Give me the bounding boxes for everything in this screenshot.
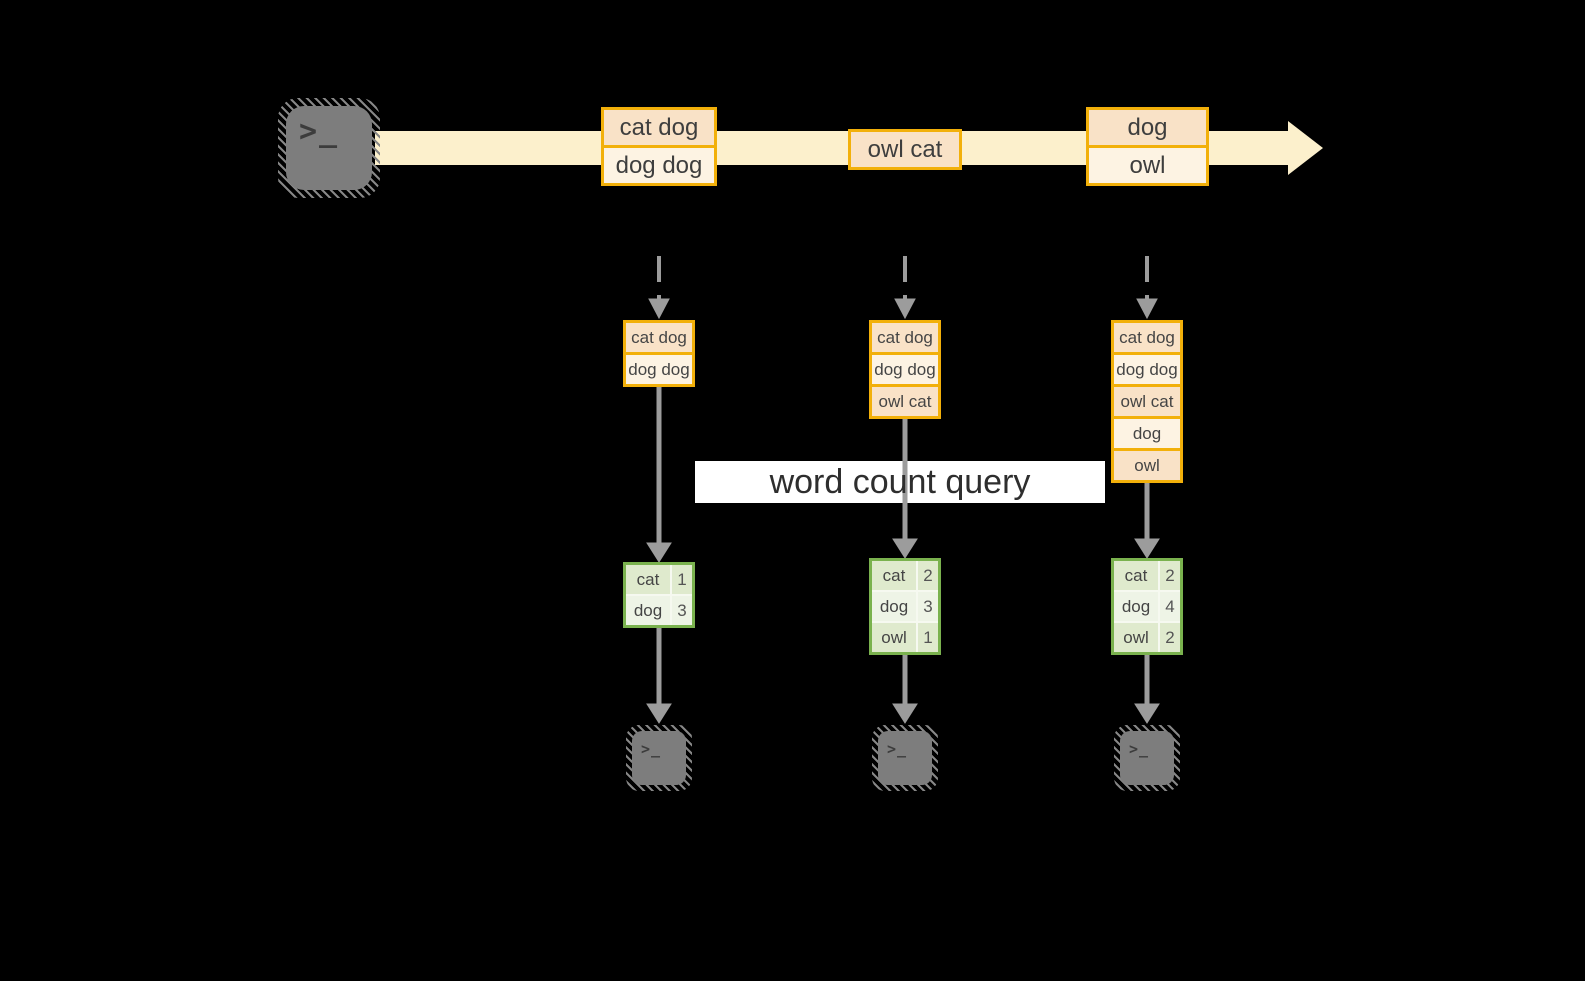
- window-item: owl cat: [872, 384, 938, 416]
- trigger-arrowhead-col3: [1136, 298, 1158, 320]
- window-item: cat dog: [872, 323, 938, 352]
- word-cell: cat: [1114, 561, 1158, 590]
- count-row: cat 2: [872, 561, 938, 590]
- word-count-table-2: cat 2 dog 3 owl 1: [869, 558, 941, 655]
- word-cell: cat: [872, 561, 916, 590]
- query-arrows: [646, 387, 1160, 563]
- count-cell: 3: [918, 592, 938, 621]
- count-cell: 1: [672, 565, 692, 594]
- trigger-arrowhead-col1: [648, 298, 670, 320]
- count-cell: 3: [672, 596, 692, 625]
- query-label: word count query: [769, 463, 1031, 501]
- count-row: dog 4: [1114, 592, 1180, 621]
- window-item: dog dog: [626, 352, 692, 384]
- word-cell: dog: [626, 596, 670, 625]
- event-text: dog dog: [615, 151, 703, 179]
- word-count-table-1: cat 1 dog 3: [623, 562, 695, 628]
- query-arrowhead-col1: [646, 542, 672, 563]
- window-item: owl: [1114, 448, 1180, 480]
- event-text: dog: [1127, 113, 1168, 141]
- output-arrows: [646, 628, 1160, 724]
- word-cell: dog: [872, 592, 916, 621]
- stream-event-3: dog owl: [1086, 107, 1209, 186]
- count-cell: 2: [918, 561, 938, 590]
- window-item: cat dog: [626, 323, 692, 352]
- word-count-table-3: cat 2 dog 4 owl 2: [1111, 558, 1183, 655]
- count-row: dog 3: [872, 592, 938, 621]
- terminal-icon: >_: [872, 725, 938, 791]
- word-cell: owl: [1114, 623, 1158, 652]
- terminal-screen: >_: [286, 106, 372, 190]
- count-cell: 2: [1160, 561, 1180, 590]
- event-text: owl cat: [867, 135, 943, 163]
- window-stack-3: cat dog dog dog owl cat dog owl: [1111, 320, 1183, 483]
- terminal-screen: >_: [1120, 731, 1174, 785]
- query-label-band: [695, 461, 1105, 503]
- event-text: owl: [1129, 151, 1166, 179]
- word-cell: owl: [872, 623, 916, 652]
- count-row: owl 1: [872, 623, 938, 652]
- terminal-prompt-glyph: >_: [1129, 740, 1150, 758]
- window-item: dog: [1114, 416, 1180, 448]
- terminal-icon: >_: [1114, 725, 1180, 791]
- word-cell: dog: [1114, 592, 1158, 621]
- terminal-icon: >_: [278, 98, 380, 198]
- terminal-prompt-glyph: >_: [641, 740, 662, 758]
- stream-event-line: cat dog: [604, 110, 714, 145]
- count-row: cat 1: [626, 565, 692, 594]
- window-stack-2: cat dog dog dog owl cat: [869, 320, 941, 419]
- window-item: dog dog: [872, 352, 938, 384]
- window-stack-1: cat dog dog dog: [623, 320, 695, 387]
- output-arrowhead-col1: [646, 703, 672, 724]
- word-cell: cat: [626, 565, 670, 594]
- window-item: cat dog: [1114, 323, 1180, 352]
- stream-event-1: cat dog dog dog: [601, 107, 717, 186]
- count-cell: 4: [1160, 592, 1180, 621]
- count-row: cat 2: [1114, 561, 1180, 590]
- stream-event-line: owl: [1089, 145, 1206, 183]
- count-cell: 1: [918, 623, 938, 652]
- stream-timeline-arrowhead: [1288, 121, 1323, 175]
- count-cell: 2: [1160, 623, 1180, 652]
- trigger-arrowhead-col2: [894, 298, 916, 320]
- stream-event-line: dog: [1089, 110, 1206, 145]
- terminal-screen: >_: [878, 731, 932, 785]
- count-row: owl 2: [1114, 623, 1180, 652]
- terminal-screen: >_: [632, 731, 686, 785]
- terminal-icon: >_: [626, 725, 692, 791]
- terminal-prompt-glyph: >_: [299, 114, 340, 149]
- event-text: cat dog: [619, 113, 699, 141]
- count-row: dog 3: [626, 596, 692, 625]
- terminal-prompt-glyph: >_: [887, 740, 908, 758]
- output-arrowhead-col2: [892, 703, 918, 724]
- window-item: owl cat: [1114, 384, 1180, 416]
- trigger-arrows: [648, 256, 1158, 320]
- query-arrowhead-col3: [1134, 538, 1160, 559]
- stream-event-line: owl cat: [851, 132, 959, 167]
- query-arrowhead-col2: [892, 538, 918, 559]
- stream-event-2: owl cat: [848, 129, 962, 170]
- output-arrowhead-col3: [1134, 703, 1160, 724]
- stream-event-line: dog dog: [604, 145, 714, 183]
- window-item: dog dog: [1114, 352, 1180, 384]
